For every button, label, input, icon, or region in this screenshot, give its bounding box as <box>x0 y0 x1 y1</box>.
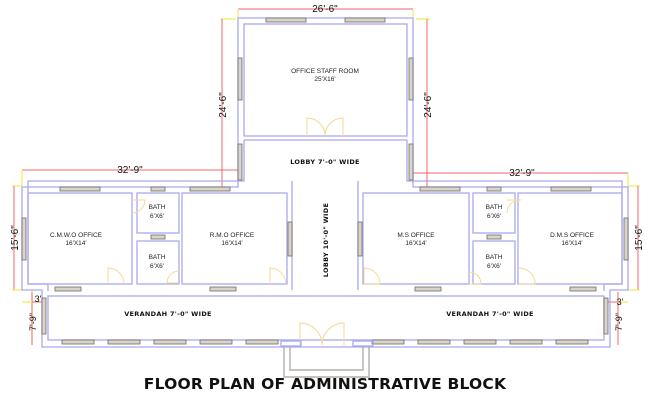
rmo-office-size: 16'X14' <box>221 240 242 247</box>
windows <box>21 17 629 345</box>
dim-right-offset: 3' <box>617 297 624 307</box>
bath-left-bottom-name: BATH <box>149 254 166 261</box>
bath-right-bottom-name: BATH <box>486 254 503 261</box>
walls <box>21 17 629 348</box>
bath-left-top-size: 6'X6' <box>150 213 164 220</box>
dim-right-wing-width: 32'-9" <box>509 168 535 179</box>
cmwo-office-name: C.M.W.O OFFICE <box>50 232 103 239</box>
bath-right-top-name: BATH <box>486 204 503 211</box>
bath-left-bottom-size: 6'X6' <box>150 263 164 270</box>
doors <box>107 117 536 346</box>
dim-left-wing-height: 15'-6" <box>10 225 21 251</box>
staff-room-size: 25'X16' <box>314 76 335 83</box>
bath-left-top-name: BATH <box>149 204 166 211</box>
ms-office-name: M.S OFFICE <box>397 232 435 239</box>
verandah-right-label: VERANDAH 7'-0" WIDE <box>446 310 534 318</box>
dms-office-name: D.M.S OFFICE <box>550 232 594 239</box>
ms-office-size: 16'X14' <box>405 240 426 247</box>
dim-left-wing-width: 32'-9" <box>117 165 143 176</box>
rmo-office-name: R.M.O OFFICE <box>210 232 255 239</box>
dim-staff-left-height: 24'-6" <box>218 92 229 118</box>
bath-right-bottom-size: 6'X6' <box>487 263 501 270</box>
cmwo-office-size: 16'X14' <box>65 240 86 247</box>
dimension-lines <box>12 8 640 345</box>
dim-right-verandah-height: 7'-9" <box>614 313 624 331</box>
dim-left-offset: 3' <box>35 294 42 304</box>
drawing-title: FLOOR PLAN OF ADMINISTRATIVE BLOCK <box>143 375 507 393</box>
lobby-horizontal-label: LOBBY 7'-0" WIDE <box>290 158 360 166</box>
dim-left-verandah-height: 7'-9" <box>28 313 38 331</box>
entrance-steps <box>280 340 374 378</box>
dim-top-width: 26'-6" <box>312 4 338 15</box>
dim-staff-right-height: 24'-6" <box>423 92 434 118</box>
lobby-vertical-label: LOBBY 10'-0" WIDE <box>322 203 330 277</box>
verandah-left-label: VERANDAH 7'-0" WIDE <box>124 310 212 318</box>
staff-room-name: OFFICE STAFF ROOM <box>291 68 359 75</box>
bath-right-top-size: 6'X6' <box>487 213 501 220</box>
dms-office-size: 16'X14' <box>561 240 582 247</box>
dim-right-wing-height: 15'-6" <box>634 225 645 251</box>
